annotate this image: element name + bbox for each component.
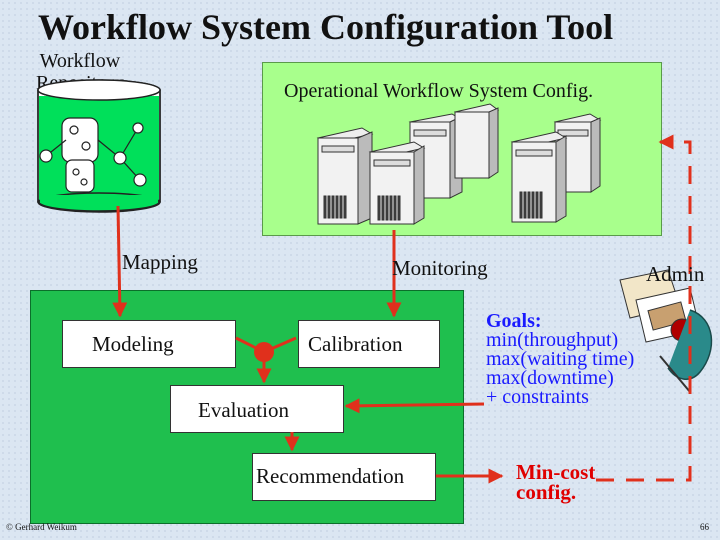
- calibration-box: [298, 320, 440, 368]
- min-cost-line2: config.: [516, 480, 577, 504]
- goals-line: + constraints: [486, 386, 589, 408]
- monitoring-label: Monitoring: [392, 256, 488, 280]
- admin-label: Admin: [646, 262, 705, 286]
- admin-person-icon: [619, 269, 713, 393]
- operational-config-label: Operational Workflow System Config.: [284, 80, 594, 102]
- goals-line: max(waiting time): [486, 348, 635, 370]
- merge-node: [254, 342, 274, 362]
- modeling-box: [62, 320, 236, 368]
- server-computers-icon: [316, 103, 602, 225]
- recommendation-box: [252, 453, 436, 501]
- recommendation-label: Recommendation: [256, 464, 405, 488]
- page-number: 66: [700, 522, 709, 532]
- slide-title: Workflow System Configuration Tool: [38, 7, 614, 47]
- repository-database-icon: [37, 79, 161, 213]
- min-cost-line1: Min-cost: [516, 460, 596, 484]
- goals-arrow: [344, 398, 485, 414]
- goals-block: Goals: min(throughput) max(waiting time)…: [486, 310, 635, 408]
- admin-feedback-arrow: [596, 134, 692, 482]
- evaluation-box: [170, 385, 344, 433]
- mapping-label: Mapping: [122, 250, 198, 274]
- repository-label-line1: Workflow: [39, 50, 121, 72]
- min-cost-label: Min-cost config.: [516, 460, 596, 504]
- evaluation-label: Evaluation: [198, 398, 289, 422]
- mapping-arrow: [112, 205, 128, 318]
- calibration-label: Calibration: [308, 332, 403, 356]
- goals-line: max(downtime): [486, 367, 614, 389]
- goals-line: min(throughput): [486, 329, 619, 351]
- copyright-footer: © Gerhard Weikum: [6, 522, 77, 532]
- goals-heading: Goals:: [486, 310, 542, 332]
- modeling-label: Modeling: [92, 332, 174, 356]
